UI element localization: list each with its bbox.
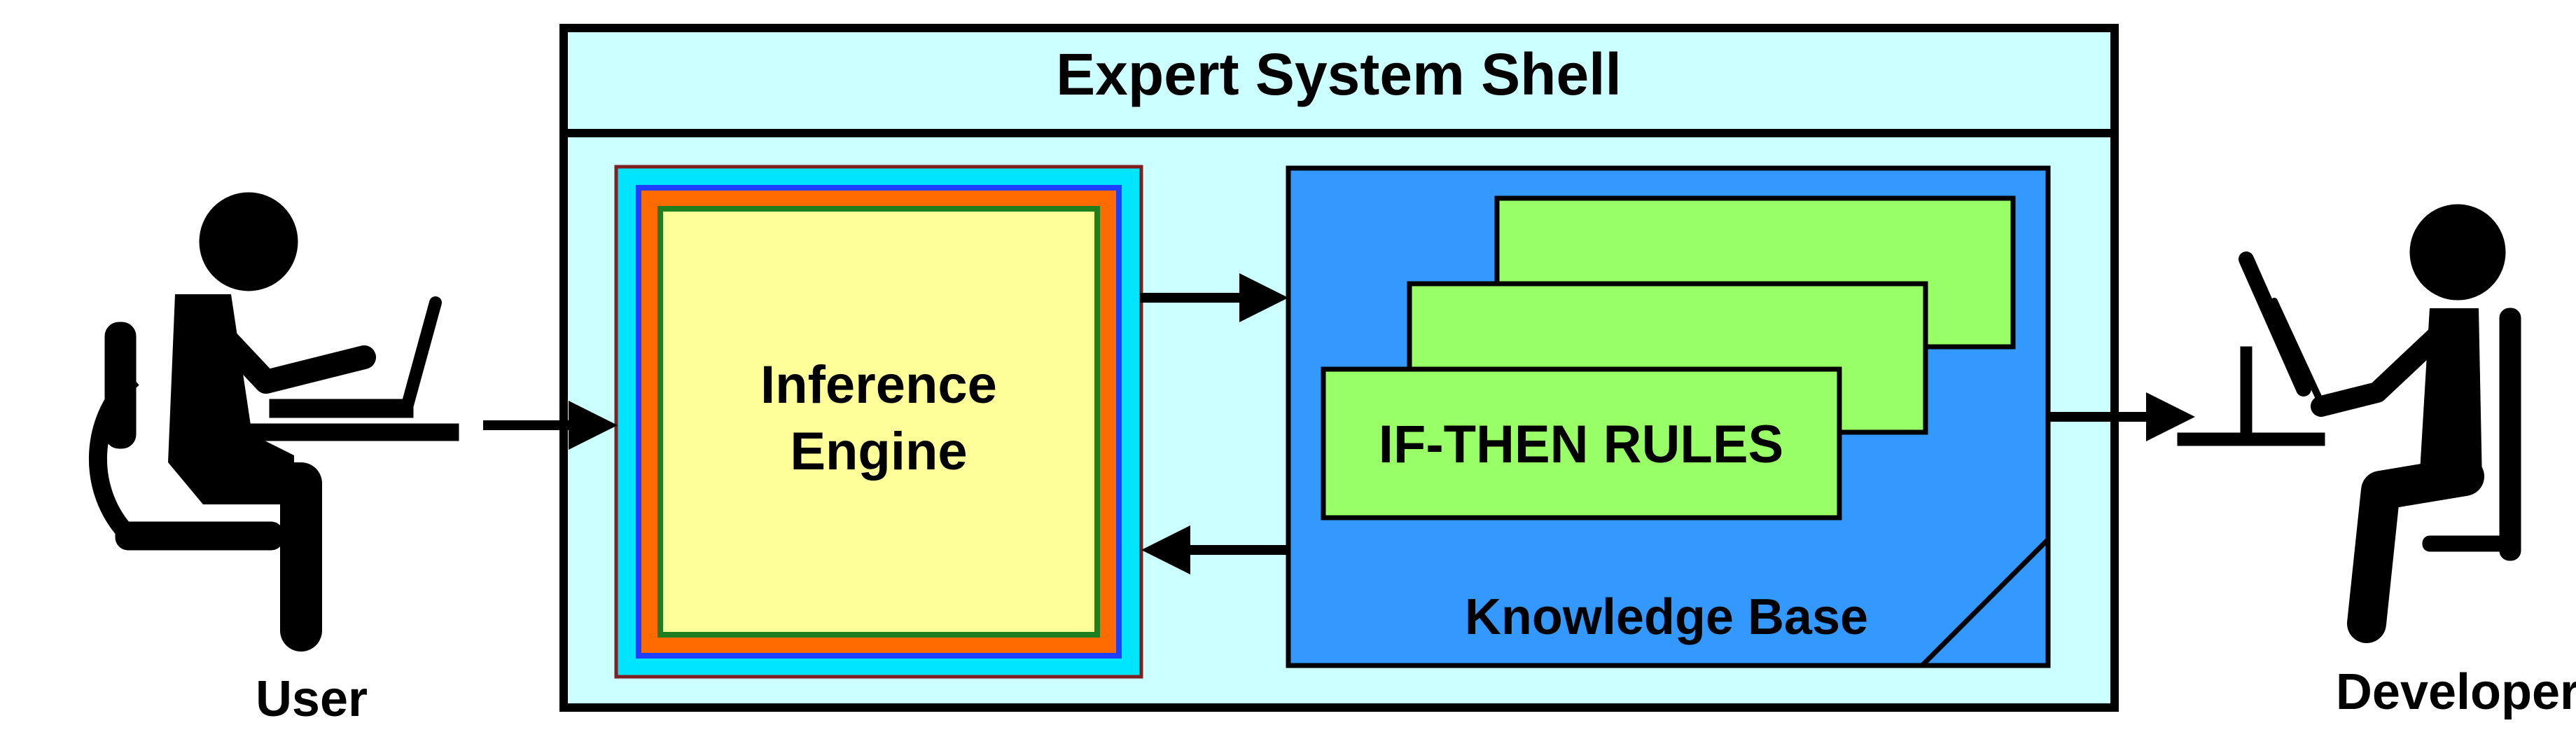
inference-engine-label-line2: Engine: [790, 422, 967, 481]
inference-engine: Inference Engine: [614, 165, 1143, 679]
developer-leg: [2347, 457, 2484, 643]
ie-layer-inner: [657, 206, 1100, 638]
user-figure: [88, 192, 459, 652]
developer-head: [2409, 204, 2506, 301]
knowledge-to-engine-arrow: [1141, 525, 1288, 574]
developer-monitor-edge: [2271, 298, 2325, 406]
user-leg: [210, 462, 322, 652]
rules-label: IF-THEN RULES: [1379, 415, 1783, 474]
shell-title: Expert System Shell: [1056, 41, 1622, 107]
knowledge-to-developer-arrow: [2048, 392, 2195, 441]
user-to-engine-arrow: [483, 401, 618, 450]
knowledge-base-corner-fold: [1920, 537, 2050, 668]
developer-monitor-stand: [2240, 346, 2253, 437]
developer-figure: [2177, 204, 2521, 643]
user-chair-seat: [115, 521, 284, 551]
rule-card-front: [1321, 366, 1842, 521]
user-laptop-base: [269, 399, 414, 418]
user-desk: [248, 423, 459, 441]
user-arm: [198, 310, 376, 394]
developer-label: Developer: [2336, 664, 2576, 720]
developer-chair-back: [2499, 308, 2521, 561]
user-chair-pad: [104, 322, 137, 449]
knowledge-base-label: Knowledge Base: [1465, 589, 1868, 645]
developer-arm: [2311, 326, 2447, 417]
user-head: [199, 192, 298, 291]
user-label: User: [256, 671, 368, 727]
knowledge-base: IF-THEN RULES Knowledge Base: [1286, 165, 2051, 668]
developer-monitor: [2239, 252, 2311, 397]
engine-to-knowledge-arrow: [1140, 273, 1288, 322]
developer-chair-seat: [2422, 535, 2521, 552]
user-laptop-screen: [400, 296, 442, 416]
user-torso: [168, 294, 294, 504]
inference-engine-label-line1: Inference: [760, 355, 997, 415]
